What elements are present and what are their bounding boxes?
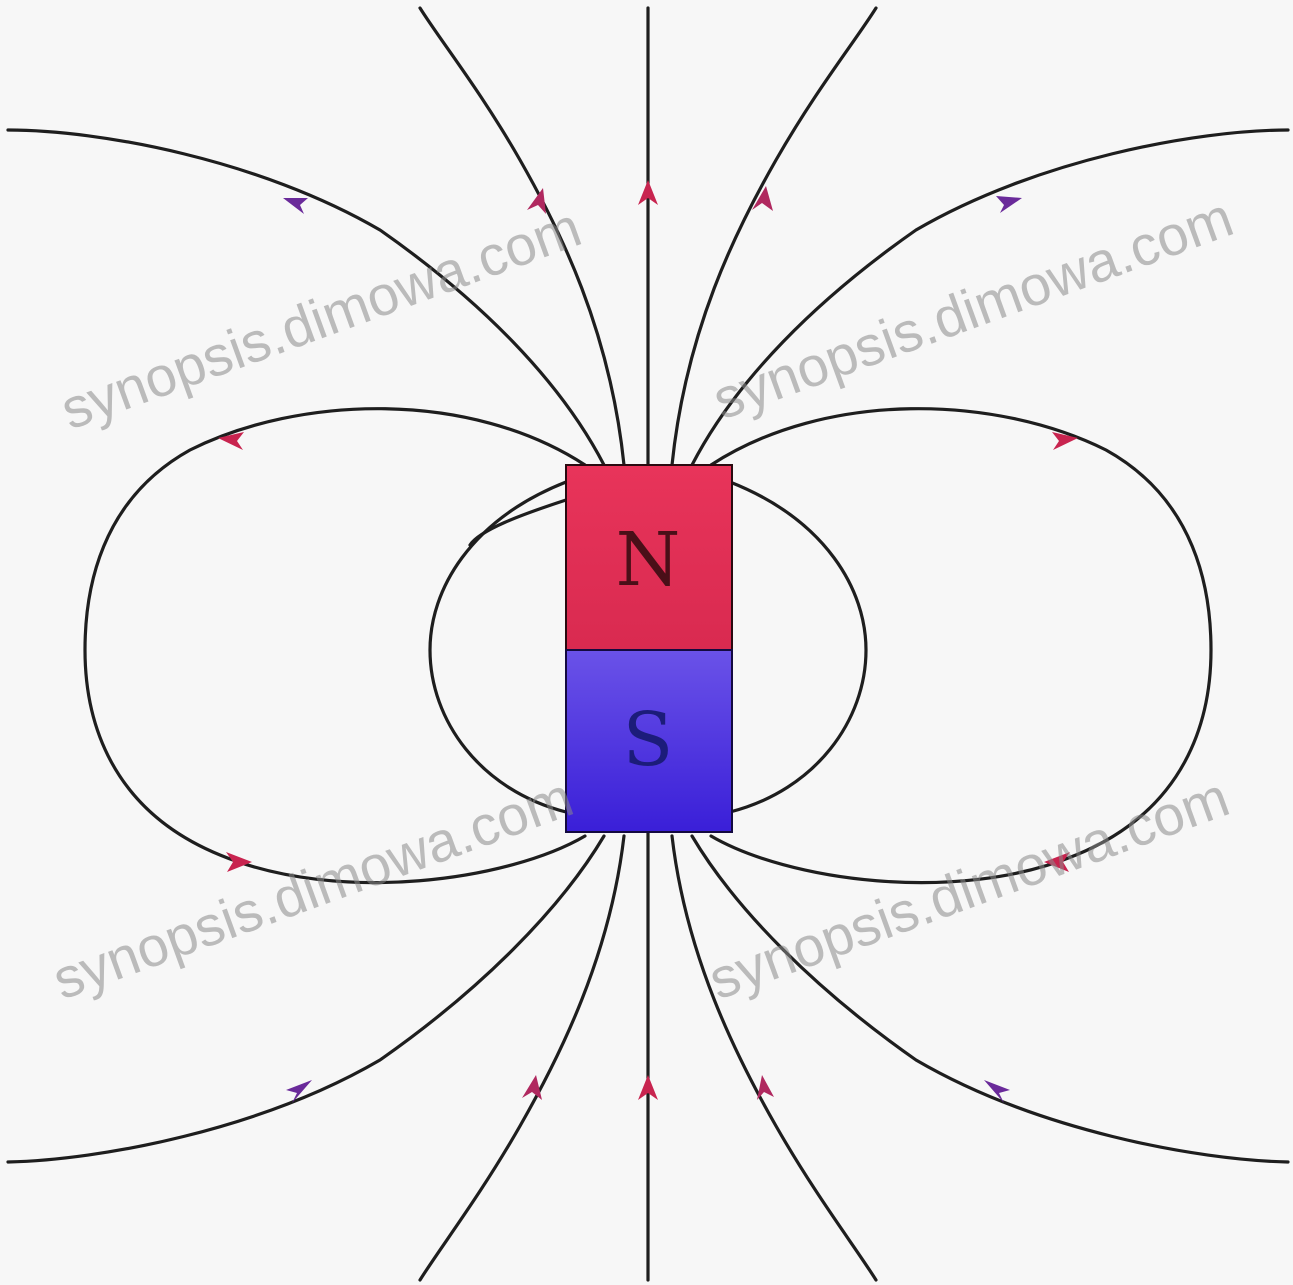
bar-magnet: N S [566,465,732,832]
north-pole-label: N [616,517,681,603]
south-pole-label: S [623,697,674,783]
